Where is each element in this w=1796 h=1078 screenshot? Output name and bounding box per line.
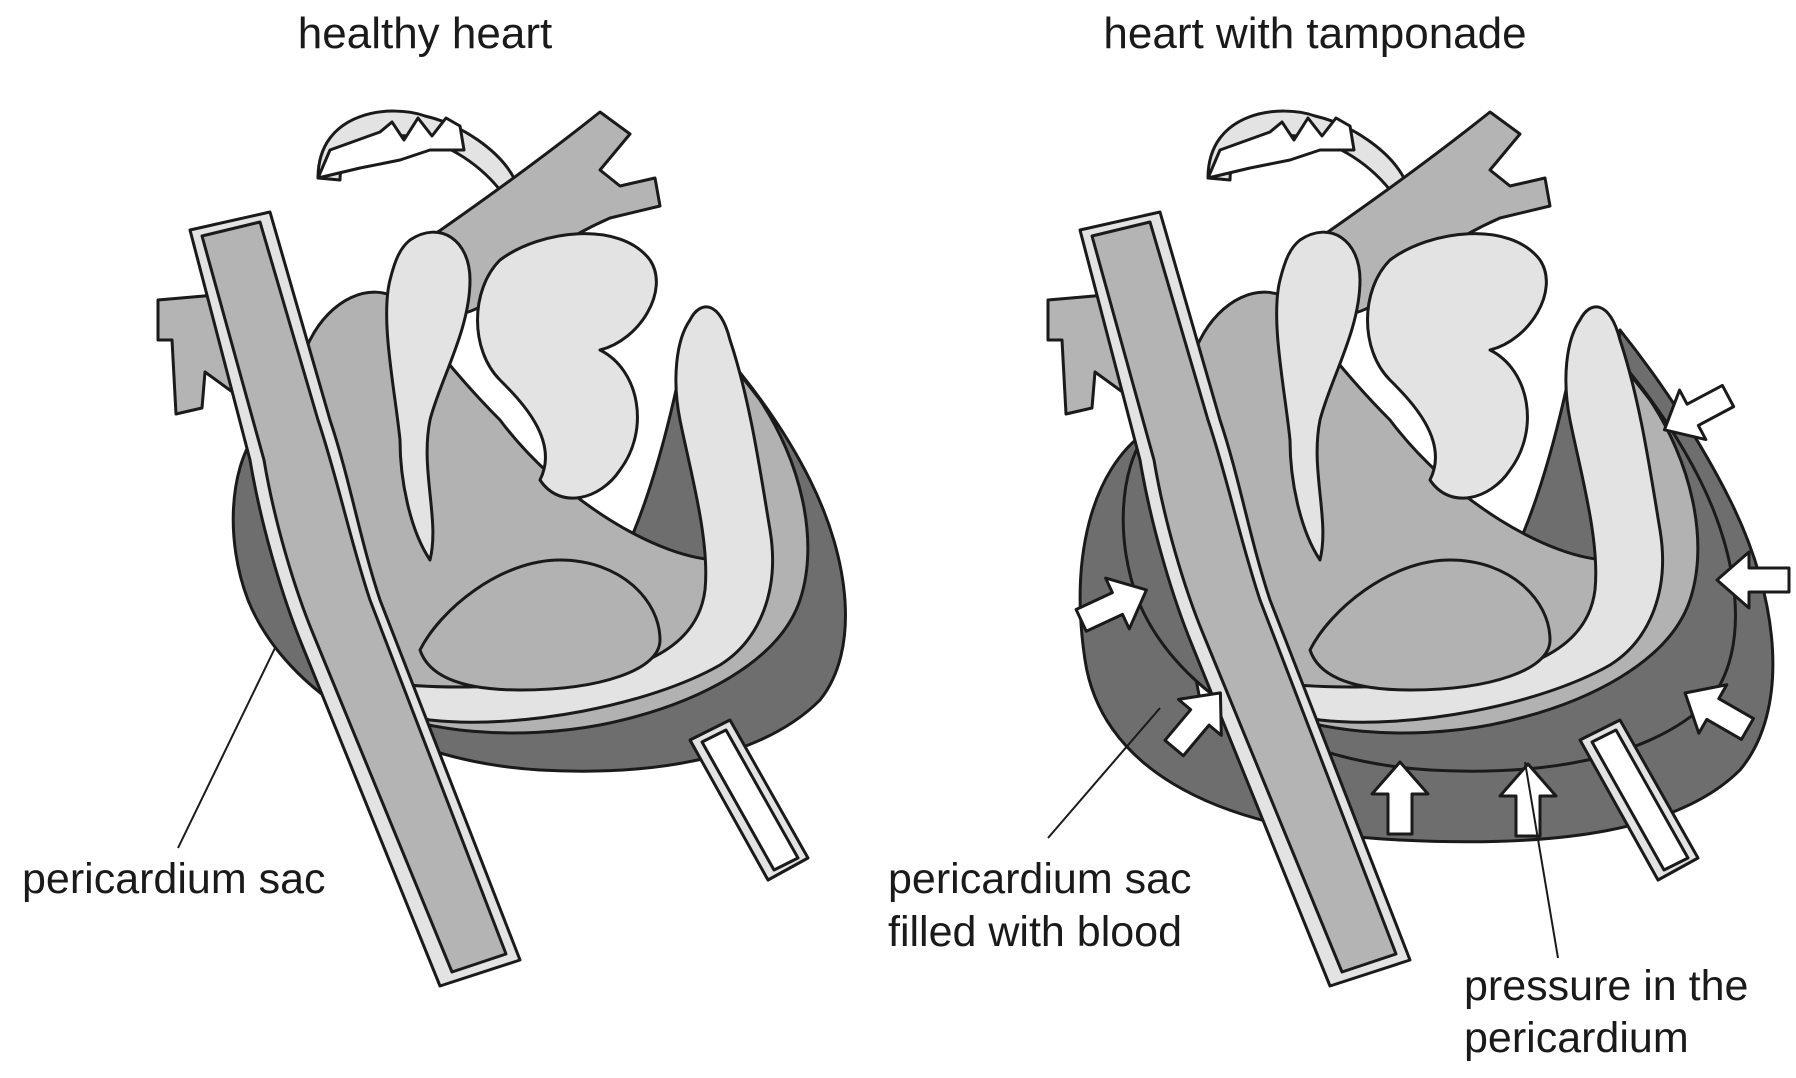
blood-filled-sac-label-line1: pericardium sac	[888, 855, 1192, 903]
tamponade-heart-title: heart with tamponade	[1103, 9, 1526, 58]
blood-filled-sac-label-line2: filled with blood	[888, 908, 1182, 956]
pressure-label-line1: pressure in the	[1464, 962, 1748, 1010]
pericardium-sac-leader	[178, 648, 275, 848]
blood-filled-sac-leader	[1048, 708, 1160, 838]
healthy-heart-title: healthy heart	[298, 9, 552, 58]
pericardium-sac-label: pericardium sac	[22, 855, 326, 903]
pressure-label-line2: pericardium	[1464, 1014, 1689, 1062]
healthy-heart-panel: healthy heart pericardium sac	[22, 9, 845, 986]
tamponade-heart-panel: heart with tamponade pericardium sac fil…	[888, 9, 1789, 1062]
